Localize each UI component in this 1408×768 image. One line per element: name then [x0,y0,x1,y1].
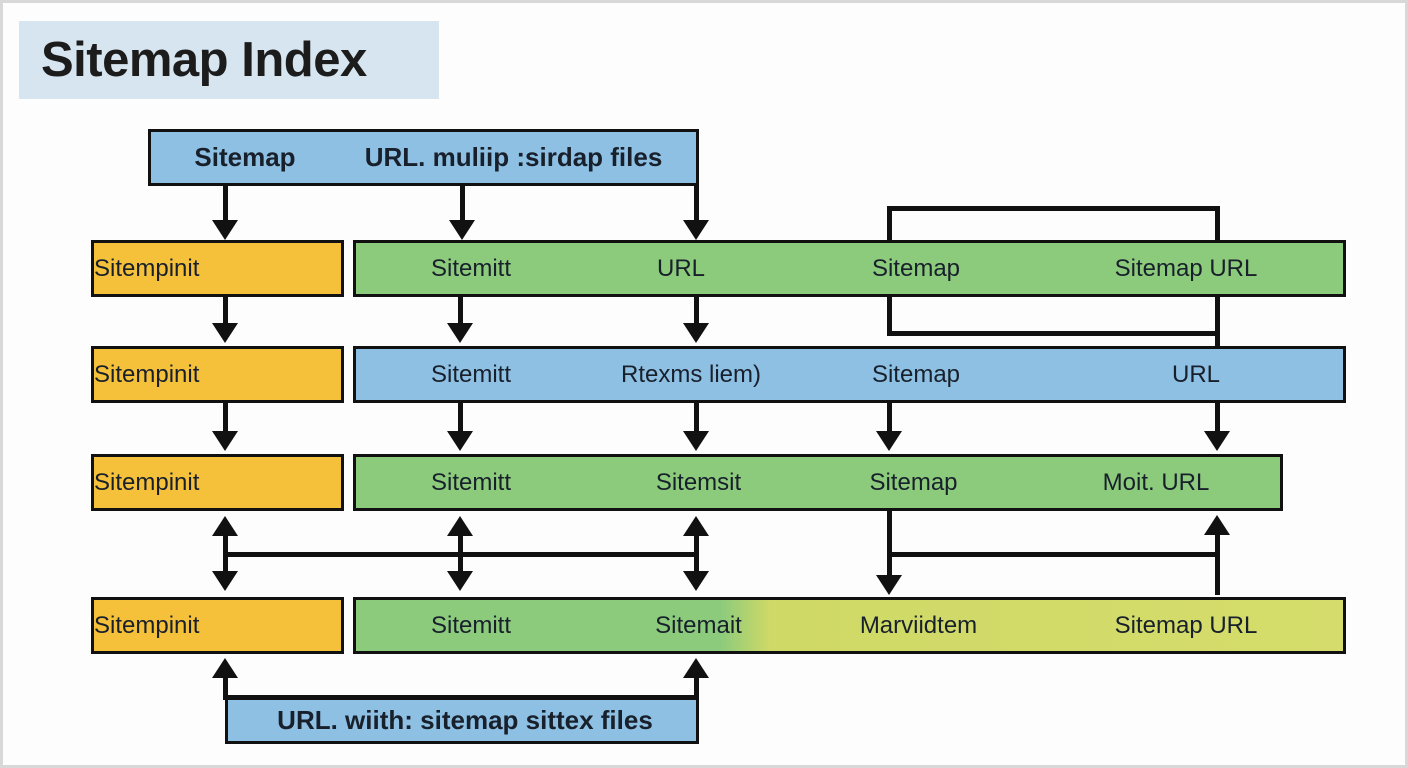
row-3-cell-1: Sitemsit [655,468,742,496]
connector-r2-r3-col4 [1215,403,1220,435]
arrow-topbar-col2 [449,220,475,240]
arrow-down-r3-r4-col3 [876,575,902,595]
arrow-up-r4-r3-col0 [212,516,238,536]
row-1-cell-3: Sitemap URL [1114,254,1258,282]
row-4-left-label: Sitempinit [94,611,200,639]
arrow-topbar-col3 [683,220,709,240]
bracket-top-right-vertical [1215,206,1220,242]
row-2-cell-0: Sitemitt [430,360,511,388]
connector-r3-r4-col3 [887,511,892,583]
row-1-left-label: Sitempinit [94,254,200,282]
connector-r1-r2-col1 [458,297,463,327]
tie-bar-left-group [223,552,699,557]
connector-topbar-col2 [460,186,465,226]
connector-r2-r3-col0 [223,403,228,435]
connector-r1-r2-col0 [223,297,228,327]
row-1-main-bar[interactable]: Sitemitt URL Sitemap Sitemap URL [353,240,1346,297]
arrow-r1-r2-col1 [447,323,473,343]
row-1-cell-1: URL [656,254,705,282]
row-3-cell-0: Sitemitt [430,468,511,496]
connector-topbar-col3 [694,186,699,226]
row-2-cell-2: Sitemap [871,360,961,388]
arrow-up-r4-r3-col1 [447,516,473,536]
connector-bottom-col1 [694,675,699,699]
row-4-main-bar[interactable]: Sitemitt Sitemait Marviidtem Sitemap URL [353,597,1346,654]
connector-bottom-col0 [223,675,228,699]
top-bar-cell-1: URL. muliip :sirdap files [364,142,663,172]
arrow-r2-r3-col1 [447,431,473,451]
connector-r2-r3-col1 [458,403,463,435]
tie-bar-right-group [887,552,1220,557]
arrow-up-bottom-col1 [683,658,709,678]
bottom-bar[interactable]: URL. wiith: sitemap sittex files [225,697,699,744]
row-4-cell-3: Sitemap URL [1114,611,1258,639]
arrow-r1-r2-col2 [683,323,709,343]
row-4-cell-1: Sitemait [655,611,742,639]
row-4-left-box[interactable]: Sitempinit [91,597,344,654]
arrow-up-bottom-col0 [212,658,238,678]
row-3-cell-2: Sitemap [869,468,958,496]
arrow-down-r3-r4-col1 [447,571,473,591]
row-3-left-label: Sitempinit [94,468,200,496]
bracket-lower-horizontal [887,331,1220,336]
arrow-r2-r3-col2 [683,431,709,451]
row-2-main-bar[interactable]: Sitemitt Rtexms liem) Sitemap URL [353,346,1346,403]
arrow-r1-r2-col0 [212,323,238,343]
connector-r2-r3-col3 [887,403,892,435]
row-2-cell-3: URL [1171,360,1220,388]
connector-r4-r3-col4 [1215,533,1220,595]
top-bar[interactable]: Sitemap URL. muliip :sirdap files [148,129,699,186]
row-3-main-bar[interactable]: Sitemitt Sitemsit Sitemap Moit. URL [353,454,1283,511]
row-2-left-label: Sitempinit [94,360,200,388]
row-3-left-box[interactable]: Sitempinit [91,454,344,511]
bracket-lower-left-vertical [887,297,892,336]
arrow-r2-r3-col0 [212,431,238,451]
arrow-down-r3-r4-col2 [683,571,709,591]
row-1-cell-2: Sitemap [871,254,961,282]
arrow-up-r4-r3-col2 [683,516,709,536]
bracket-lower-right-vertical [1215,297,1220,346]
top-bar-cell-0: Sitemap [194,142,296,172]
bracket-top-left-vertical [887,206,892,242]
row-2-left-box[interactable]: Sitempinit [91,346,344,403]
row-4-cell-2: Marviidtem [859,611,978,639]
row-3-cell-3: Moit. URL [1102,468,1210,496]
arrow-r2-r3-col3 [876,431,902,451]
arrow-topbar-col1 [212,220,238,240]
connector-r2-r3-col2 [694,403,699,435]
page-title: Sitemap Index [19,21,439,99]
row-4-cell-0: Sitemitt [430,611,511,639]
arrow-down-r3-r4-col0 [212,571,238,591]
bracket-top-horizontal [887,206,1220,211]
connector-topbar-col1 [223,186,228,226]
row-2-cell-1: Rtexms liem) [620,360,761,388]
row-1-left-box[interactable]: Sitempinit [91,240,344,297]
bottom-bar-label: URL. wiith: sitemap sittex files [277,705,653,735]
connector-r1-r2-col2 [694,297,699,327]
arrow-r2-r3-col4 [1204,431,1230,451]
arrow-up-r4-r3-col4 [1204,515,1230,535]
row-1-cell-0: Sitemitt [430,254,511,282]
